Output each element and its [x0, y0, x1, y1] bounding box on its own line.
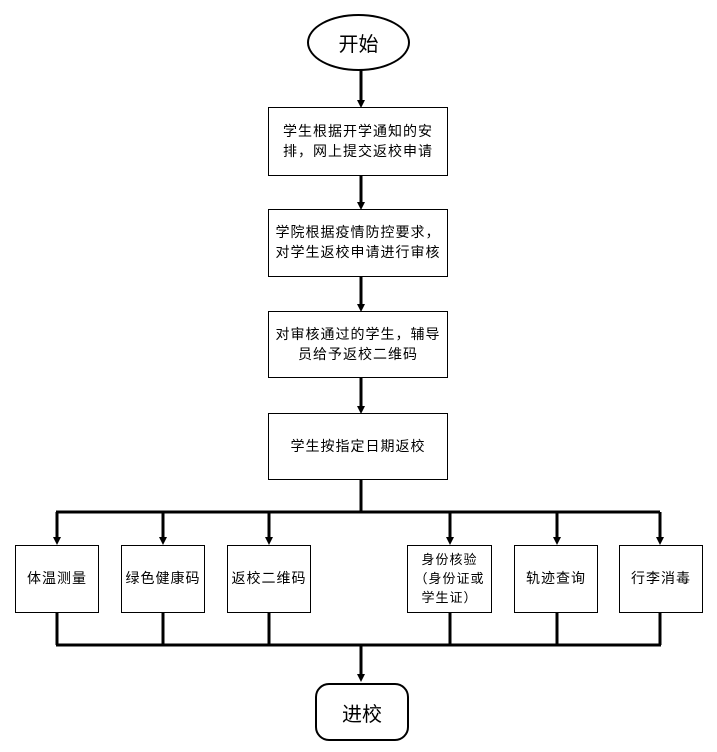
step-1-label: 学生根据开学通知的安 排，网上提交返校申请 [283, 123, 433, 160]
check-luggage-label: 行李消毒 [631, 571, 691, 587]
check-qr-code-box: 返校二维码 [227, 545, 311, 613]
check-health-code-label: 绿色健康码 [125, 571, 201, 587]
step-3-label: 对审核通过的学生，辅导 员给予返校二维码 [275, 326, 441, 363]
step-2-box: 学院根据疫情防控要求， 对学生返校申请进行审核 [268, 209, 448, 277]
check-identity-box: 身份核验 （身份证或 学生证） [407, 545, 492, 613]
end-label: 进校 [342, 701, 382, 726]
check-luggage-box: 行李消毒 [619, 545, 703, 613]
check-temperature-box: 体温测量 [15, 545, 99, 613]
check-trajectory-box: 轨迹查询 [514, 545, 598, 613]
check-identity-label: 身份核验 （身份证或 学生证） [414, 552, 485, 606]
step-4-box: 学生按指定日期返校 [268, 413, 448, 480]
start-node: 开始 [307, 14, 410, 71]
check-trajectory-label: 轨迹查询 [526, 571, 586, 587]
step-2-label: 学院根据疫情防控要求， 对学生返校申请进行审核 [275, 225, 441, 261]
step-4-label: 学生按指定日期返校 [290, 438, 426, 455]
end-node: 进校 [315, 683, 409, 741]
step-1-box: 学生根据开学通知的安 排，网上提交返校申请 [268, 107, 448, 176]
step-3-box: 对审核通过的学生，辅导 员给予返校二维码 [268, 311, 448, 378]
start-label: 开始 [338, 32, 379, 56]
check-health-code-box: 绿色健康码 [121, 545, 205, 613]
check-qr-code-label: 返校二维码 [231, 571, 307, 587]
check-temperature-label: 体温测量 [27, 571, 87, 587]
